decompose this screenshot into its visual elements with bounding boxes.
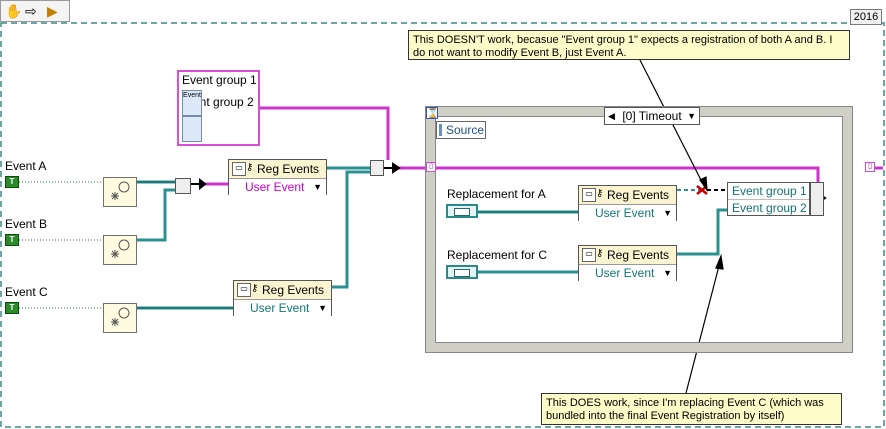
version-badge: 2016 — [850, 9, 882, 25]
reg-events-icon: ▭ — [237, 283, 251, 297]
label-replacement-c: Replacement for C — [447, 248, 548, 262]
event-structure[interactable] — [425, 106, 853, 353]
hand-icon[interactable]: ✋ — [5, 3, 23, 19]
source-label: Source — [446, 123, 485, 137]
reg-events-title: Reg Events — [607, 188, 670, 202]
event-struct-icon: Event — [182, 90, 202, 116]
label-event-b: Event B — [5, 217, 48, 231]
dropdown-arrow-icon[interactable]: ▼ — [318, 303, 327, 313]
reg-events-icon: ▭ — [232, 162, 246, 176]
key-icon: ⚷ — [596, 188, 604, 199]
reg-events-node-c[interactable]: ▭⚷Reg Events User Event ▼ — [233, 280, 332, 316]
event-group-1-label: Event group 1 — [182, 73, 257, 87]
dropdown-arrow-icon[interactable]: ▼ — [313, 182, 322, 192]
event-group-2-field: Event group 2 — [732, 201, 807, 215]
event-group-bundle-inner[interactable]: Event group 1 Event group 2 — [727, 182, 810, 216]
event-case-selector[interactable]: ◀ [0] Timeout ▼ — [604, 107, 700, 125]
bundle-by-name-output[interactable] — [810, 182, 824, 216]
user-event-label: User Event — [595, 266, 655, 280]
terminal-event-a[interactable]: T — [5, 176, 19, 188]
terminal-replacement-c[interactable] — [446, 265, 478, 279]
reg-events-icon: ▭ — [582, 248, 596, 262]
create-user-event-vi-b[interactable] — [103, 235, 137, 265]
reg-events-title: Reg Events — [607, 248, 670, 262]
label-event-c: Event C — [5, 285, 48, 299]
reg-events-title: Reg Events — [257, 162, 320, 176]
event-structure-icon: ⌛ — [426, 107, 439, 119]
dropdown-arrow-icon[interactable]: ▼ — [663, 208, 672, 218]
create-user-event-vi-c[interactable] — [103, 303, 137, 333]
run-icon[interactable]: ▶ — [47, 3, 58, 19]
label-replacement-a: Replacement for A — [447, 187, 546, 201]
event-group-1-field: Event group 1 — [728, 183, 809, 200]
label-event-a: Event A — [5, 159, 47, 173]
data-node-bar — [439, 124, 442, 136]
key-icon: ⚷ — [596, 248, 604, 259]
terminal-event-b[interactable]: T — [5, 234, 19, 246]
reg-events-title: Reg Events — [262, 283, 325, 297]
user-event-label: User Event — [595, 206, 655, 220]
event-data-node[interactable]: Source — [436, 121, 486, 139]
annotation-doesnt-work: This DOESN'T work, becasue "Event group … — [408, 30, 850, 60]
key-icon: ⚷ — [251, 283, 259, 294]
terminal-replacement-a[interactable] — [446, 204, 478, 218]
dec-arrow-icon[interactable]: ◀ — [608, 111, 615, 121]
event-reg-terminal-right[interactable]: ▯ — [865, 162, 875, 172]
dropdown-arrow-icon[interactable]: ▼ — [663, 268, 672, 278]
terminal-event-c[interactable]: T — [5, 302, 19, 314]
annotation-does-work: This DOES work, since I'm replacing Even… — [541, 393, 842, 425]
create-user-event-icon — [111, 239, 130, 258]
event-group-constant[interactable]: Event group 1 ent group 2 Event — [177, 70, 260, 146]
reg-events-icon: ▭ — [582, 188, 596, 202]
event-case-label: [0] Timeout — [622, 109, 682, 123]
event-struct-icon — [182, 116, 202, 142]
create-user-event-icon — [111, 307, 130, 326]
reg-events-node-ab[interactable]: ▭⚷Reg Events User Event ▼ — [228, 159, 327, 195]
bundle-ab[interactable] — [175, 178, 191, 194]
event-group-2-label: ent group 2 — [193, 95, 254, 109]
reg-events-node-inner-c[interactable]: ▭⚷Reg Events User Event ▼ — [578, 245, 677, 281]
arrow-icon[interactable]: ⇨ — [25, 3, 37, 19]
dropdown-arrow-icon[interactable]: ▼ — [687, 111, 696, 121]
user-event-label: User Event — [250, 301, 310, 315]
toolbar: ✋ ⇨ ▶ — [0, 0, 70, 22]
reg-events-node-inner-a[interactable]: ▭⚷Reg Events User Event ▼ — [578, 185, 677, 221]
bundle-final[interactable] — [370, 160, 384, 176]
event-reg-tunnel-in[interactable]: ▯ — [426, 162, 436, 172]
key-icon: ⚷ — [246, 162, 254, 173]
create-user-event-icon — [111, 181, 130, 200]
user-event-label: User Event — [245, 180, 305, 194]
create-user-event-vi-a[interactable] — [103, 177, 137, 207]
